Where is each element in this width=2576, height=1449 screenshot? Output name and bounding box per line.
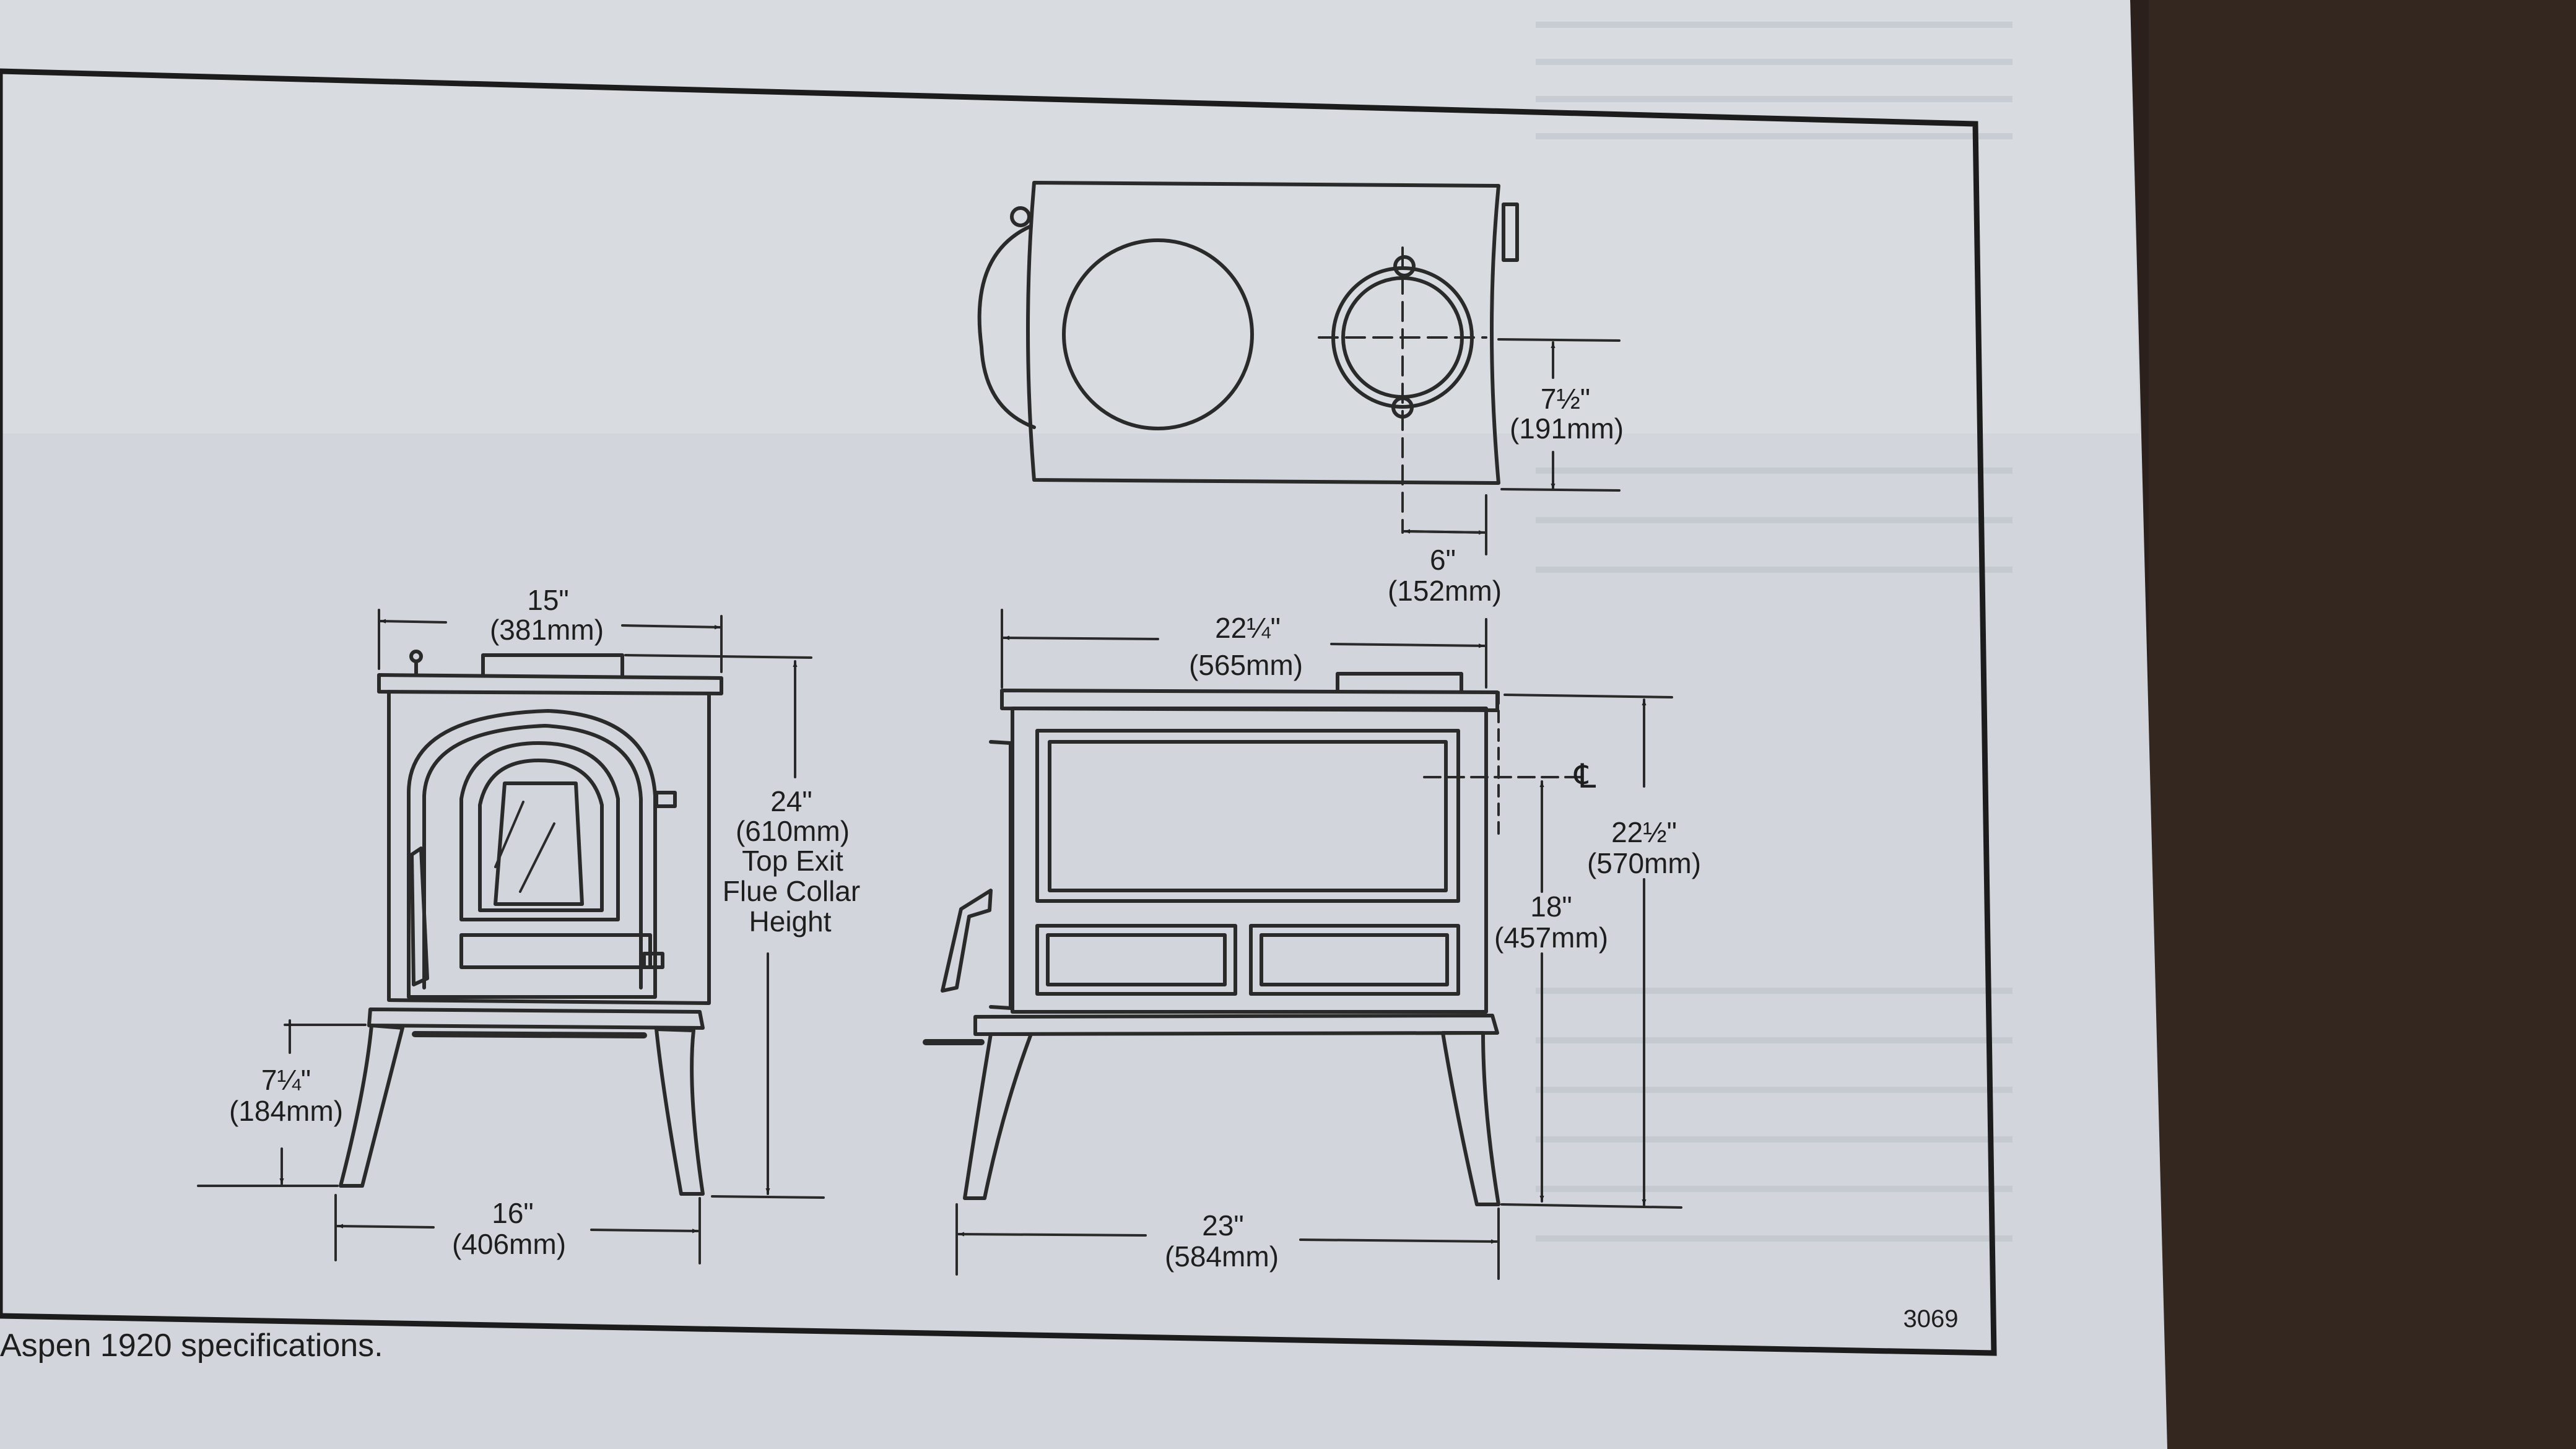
dimension-lines — [197, 338, 1682, 1280]
bleed-through-text — [1536, 22, 2012, 1242]
front-top-width-metric: (565mm) — [1189, 649, 1303, 681]
front-total-height-imperial: 22½" — [1611, 816, 1677, 848]
front-top-plate — [1000, 689, 1499, 712]
front-side-door — [989, 740, 1012, 1010]
side-flue-height-caption-3: Height — [749, 905, 832, 938]
side-flue-height-caption-1: Top Exit — [742, 845, 843, 877]
side-base-width-imperial: 16" — [492, 1197, 534, 1229]
paper-highlight — [0, 0, 2139, 433]
front-centerline-symbol: ℄ — [1573, 758, 1596, 795]
front-base-width-imperial: 23" — [1202, 1209, 1244, 1242]
front-flue-height-metric: (457mm) — [1494, 921, 1608, 954]
front-flue-collar — [1336, 672, 1463, 694]
front-total-height-metric: (570mm) — [1587, 847, 1701, 879]
side-top-plate — [377, 673, 723, 695]
side-door-handle — [410, 846, 429, 986]
front-leg-right — [1441, 1031, 1500, 1206]
side-flue-height-caption-2: Flue Collar — [723, 875, 860, 907]
side-leg-left — [339, 1024, 404, 1188]
top-view — [977, 181, 1519, 534]
side-flue-height-metric: (610mm) — [736, 815, 850, 847]
dimension-labels: 15" (381mm) 24" (610mm) Top Exit Flue Co… — [0, 383, 1958, 1364]
side-hinge-top — [655, 791, 677, 808]
side-hinge-bottom — [642, 952, 664, 969]
top-flue-side-imperial: 6" — [1430, 544, 1456, 576]
side-top-width-metric: (381mm) — [490, 614, 604, 646]
front-leg-left — [963, 1032, 1033, 1200]
figure-number: 3069 — [1904, 1305, 1959, 1333]
side-door-window — [459, 741, 620, 921]
side-base-width-metric: (406mm) — [452, 1228, 566, 1260]
table-grain — [2149, 0, 2576, 1449]
side-flue-collar — [481, 653, 624, 678]
top-handle — [1502, 202, 1519, 262]
top-flue-front-imperial: 7½" — [1541, 383, 1590, 415]
top-ash-lip — [977, 224, 1036, 429]
front-lower-panel-right — [1249, 924, 1460, 996]
front-top-width-imperial: 22¼" — [1215, 612, 1281, 644]
side-view — [339, 650, 723, 1196]
side-top-width-imperial: 15" — [527, 584, 569, 616]
top-cooktop-circle — [1062, 238, 1254, 430]
side-door — [407, 709, 657, 999]
front-panel-outer — [1035, 729, 1460, 903]
side-flue-height-imperial: 24" — [770, 785, 812, 817]
front-lower-panel-left — [1035, 924, 1237, 996]
front-base-width-metric: (584mm) — [1165, 1240, 1279, 1273]
side-ash-panel — [459, 933, 652, 969]
figure-caption: Aspen 1920 specifications. — [0, 1328, 383, 1364]
front-view — [923, 672, 1586, 1206]
figure-border — [0, 68, 1997, 1356]
front-panel-inner — [1048, 740, 1448, 892]
side-leg-height-imperial: 7¼" — [261, 1064, 311, 1096]
front-base-rail — [973, 1014, 1499, 1036]
side-base-rail — [367, 1007, 705, 1030]
front-door-handle — [941, 889, 993, 993]
top-flue-side-metric: (152mm) — [1388, 575, 1502, 607]
top-flue-front-metric: (191mm) — [1510, 412, 1624, 445]
side-leg-height-metric: (184mm) — [229, 1095, 343, 1127]
side-body — [387, 690, 711, 1005]
front-flue-height-imperial: 18" — [1530, 890, 1572, 923]
top-outline — [1026, 181, 1500, 485]
side-leg-right — [655, 1027, 705, 1196]
